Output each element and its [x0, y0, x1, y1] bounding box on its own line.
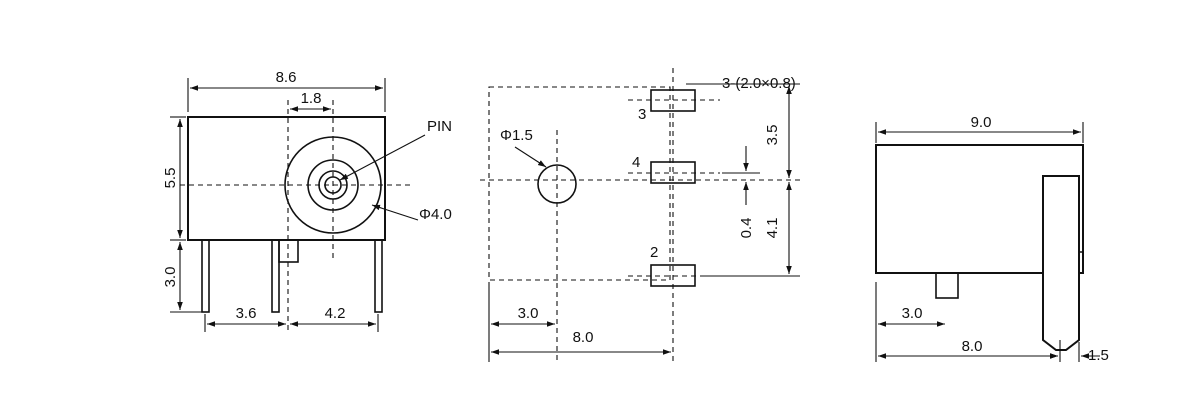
bottom-dim-hole-x: 3.0 — [518, 305, 539, 322]
front-pin-right — [374, 239, 383, 313]
front-pin-left — [201, 239, 210, 313]
pin-leader-line — [339, 134, 426, 181]
diameter-leader-line — [371, 204, 419, 221]
jack-pin-circle — [324, 176, 342, 194]
side-view: 9.0 3.0 8.0 1.5 — [875, 114, 1109, 364]
bottom-hole — [537, 164, 577, 204]
front-body — [187, 116, 386, 241]
bottom-view: 3 4 2 3-(2.0×0.8) Φ1.5 3.5 4.1 0.4 3.0 8… — [480, 68, 800, 362]
front-view: 8.6 1.8 5.5 3.0 3.6 4.2 PIN Φ4.0 — [162, 69, 452, 332]
side-dim-body-length: 8.0 — [962, 338, 983, 355]
front-dim-left-pin: 3.6 — [236, 305, 257, 322]
front-dim-pin-length: 3.0 — [162, 267, 179, 288]
side-dim-lead: 1.5 — [1088, 347, 1109, 364]
bottom-dim-hole-diameter: Φ1.5 — [500, 127, 533, 144]
front-dim-pin-offset: 1.8 — [301, 90, 322, 107]
front-dim-right-pin: 4.2 — [325, 305, 346, 322]
jack-mid-circle — [307, 159, 359, 211]
bottom-dim-total-length: 8.0 — [573, 329, 594, 346]
pad-4-label: 4 — [632, 154, 640, 171]
pad-3 — [650, 89, 696, 112]
front-pin-mid — [271, 239, 280, 313]
jack-outer-circle — [284, 136, 382, 234]
bottom-dim-offset: 0.4 — [738, 218, 755, 239]
hole-diameter-leader — [514, 146, 547, 168]
bottom-outline — [488, 86, 671, 281]
pad-3-label: 3 — [638, 106, 646, 123]
side-dim-length: 9.0 — [971, 114, 992, 131]
pad-4 — [650, 161, 696, 184]
pad-2 — [650, 264, 696, 287]
side-lead — [1042, 175, 1080, 351]
bottom-dim-pad-bottom: 4.1 — [764, 218, 781, 239]
pad-2-label: 2 — [650, 244, 658, 261]
bottom-dim-pad-top: 3.5 — [764, 125, 781, 146]
jack-inner-circle — [318, 170, 348, 200]
front-label-pin: PIN — [427, 118, 452, 135]
front-pin-tab — [278, 239, 299, 263]
front-label-diameter: Φ4.0 — [419, 206, 452, 223]
side-pin — [935, 272, 959, 299]
side-dim-pin-x: 3.0 — [902, 305, 923, 322]
front-dim-total-width: 8.6 — [276, 69, 297, 86]
front-dim-height: 5.5 — [162, 168, 179, 189]
